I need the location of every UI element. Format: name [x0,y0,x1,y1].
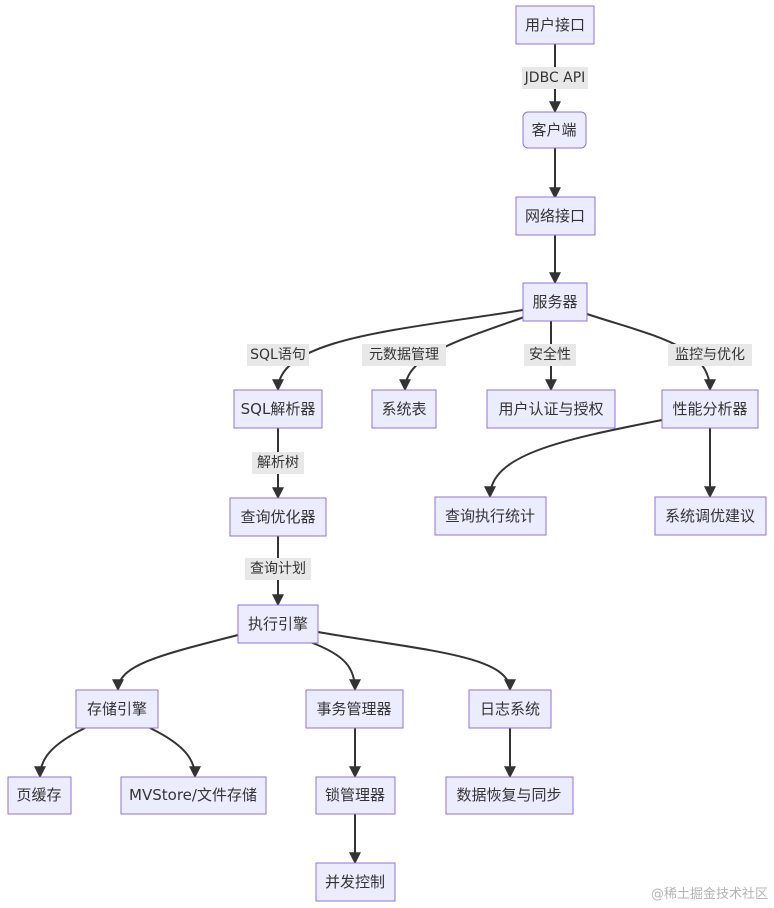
node-data-recovery: 数据恢复与同步 [445,776,574,815]
svg-text:安全性: 安全性 [529,346,571,363]
edge-label-parse-tree: 解析树 [252,452,304,474]
edge-engine-log [317,631,516,692]
edge-engine-storage [112,634,239,692]
svg-text:网络接口: 网络接口 [525,207,585,225]
node-page-cache: 页缓存 [7,776,72,815]
svg-text:系统表: 系统表 [381,400,426,418]
svg-text:日志系统: 日志系统 [480,700,540,718]
node-tuning-advice: 系统调优建议 [654,496,767,536]
edge-label-jdbc-api: JDBC API [522,67,588,89]
svg-text:监控与优化: 监控与优化 [675,347,745,363]
svg-text:执行引擎: 执行引擎 [248,615,308,633]
svg-text:并发控制: 并发控制 [325,873,385,891]
node-system-tables: 系统表 [371,389,437,429]
node-user-interface: 用户接口 [515,5,595,45]
svg-text:MVStore/文件存储: MVStore/文件存储 [129,786,257,804]
node-network-interface: 网络接口 [515,196,596,236]
svg-text:查询优化器: 查询优化器 [240,508,315,526]
svg-text:用户接口: 用户接口 [525,16,585,34]
svg-text:JDBC API: JDBC API [524,70,586,86]
node-mvstore: MVStore/文件存储 [120,776,267,815]
edge-storage-pagecache [34,727,86,779]
svg-text:数据恢复与同步: 数据恢复与同步 [456,786,561,804]
node-log-system: 日志系统 [468,689,552,729]
svg-text:页缓存: 页缓存 [16,786,61,804]
svg-text:客户端: 客户端 [531,121,576,139]
svg-text:事务管理器: 事务管理器 [316,700,391,718]
edge-label-monitoring: 监控与优化 [668,344,752,366]
edge-label-metadata: 元数据管理 [362,344,446,366]
node-query-optimizer: 查询优化器 [229,497,327,537]
svg-text:查询计划: 查询计划 [250,561,306,577]
svg-text:存储引擎: 存储引擎 [87,700,147,718]
svg-text:用户认证与授权: 用户认证与授权 [498,400,603,418]
node-client: 客户端 [522,111,587,149]
node-auth: 用户认证与授权 [486,389,616,429]
svg-text:服务器: 服务器 [532,293,577,311]
edge-label-query-plan: 查询计划 [245,558,311,580]
node-server: 服务器 [522,282,588,322]
edge-server-perf [586,313,716,392]
svg-text:系统调优建议: 系统调优建议 [665,507,755,525]
svg-text:查询执行统计: 查询执行统计 [445,507,535,525]
node-sql-parser: SQL解析器 [233,389,323,429]
node-execution-engine: 执行引擎 [237,604,319,644]
edge-server-sqlparser [272,309,524,392]
svg-text:SQL解析器: SQL解析器 [241,400,316,418]
svg-text:元数据管理: 元数据管理 [369,347,439,363]
node-query-stats: 查询执行统计 [434,496,547,536]
node-perf-analyzer: 性能分析器 [661,389,759,429]
node-lock-manager: 锁管理器 [315,776,396,815]
svg-text:性能分析器: 性能分析器 [672,400,747,418]
edge-engine-txn [309,641,361,692]
node-concurrency-control: 并发控制 [315,862,396,902]
svg-text:解析树: 解析树 [257,455,299,471]
svg-text:SQL语句: SQL语句 [250,347,306,363]
node-transaction-manager: 事务管理器 [305,689,404,729]
node-storage-engine: 存储引擎 [75,689,159,729]
edge-storage-mvstore [149,727,201,779]
edge-perf-stats [484,419,663,499]
watermark: @稀土掘金技术社区 [650,887,768,902]
edge-label-security: 安全性 [524,344,576,366]
edge-label-sql-statement: SQL语句 [247,344,309,366]
svg-text:锁管理器: 锁管理器 [325,786,385,804]
